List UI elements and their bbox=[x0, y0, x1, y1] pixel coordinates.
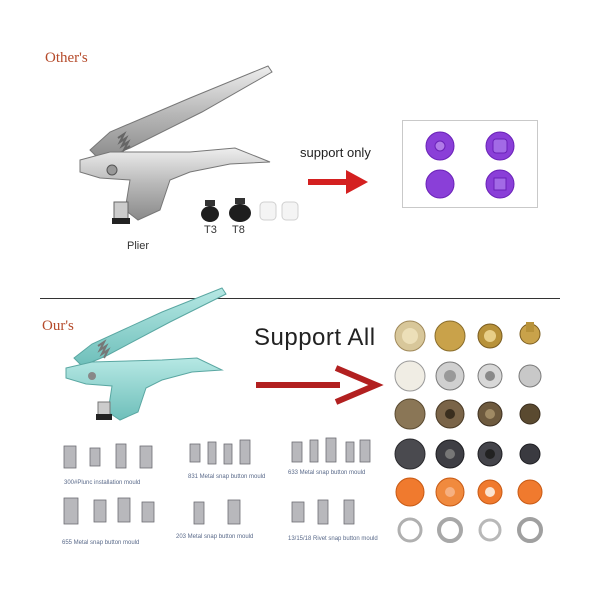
ours-heading: Our's bbox=[42, 318, 74, 334]
section-divider bbox=[40, 298, 560, 299]
plastic-snaps-box bbox=[402, 120, 538, 208]
t8-die-icon bbox=[229, 198, 251, 222]
silver-plier-image bbox=[79, 65, 273, 224]
purple-snap-icons bbox=[425, 131, 515, 199]
mould-label-831: 831 Metal snap button mould bbox=[188, 474, 266, 480]
mould-label-655: 655 Metal snap button mould bbox=[62, 540, 140, 546]
clear-die-icon-2 bbox=[281, 201, 299, 221]
support-all-label: Support All bbox=[254, 324, 376, 351]
mould-group-203 bbox=[193, 499, 241, 525]
teal-plier-image bbox=[65, 287, 227, 421]
mould-label-633: 633 Metal snap button mould bbox=[288, 470, 366, 476]
mould-label-300: 300#Plunc installation mould bbox=[64, 480, 141, 486]
t3-label: T3 bbox=[204, 224, 217, 236]
mould-label-203: 203 Metal snap button mould bbox=[176, 534, 254, 540]
mould-group-655 bbox=[63, 497, 155, 525]
mould-group-633 bbox=[291, 437, 371, 463]
snap-button-grid bbox=[394, 320, 543, 543]
mould-label-rivet: 13/15/18 Rivet snap button mould bbox=[288, 536, 378, 542]
support-only-label: support only bbox=[300, 145, 371, 160]
mould-group-300 bbox=[63, 443, 153, 469]
arrow-icon-small bbox=[308, 170, 368, 194]
plier-label: Plier bbox=[127, 240, 150, 252]
t8-label: T8 bbox=[232, 224, 245, 236]
t3-die-icon bbox=[201, 200, 219, 222]
mould-group-831 bbox=[189, 439, 251, 465]
arrow-icon-large bbox=[256, 365, 384, 405]
mould-group-rivet bbox=[291, 499, 355, 525]
clear-die-icon-1 bbox=[259, 201, 277, 221]
others-heading: Other's bbox=[45, 50, 88, 66]
